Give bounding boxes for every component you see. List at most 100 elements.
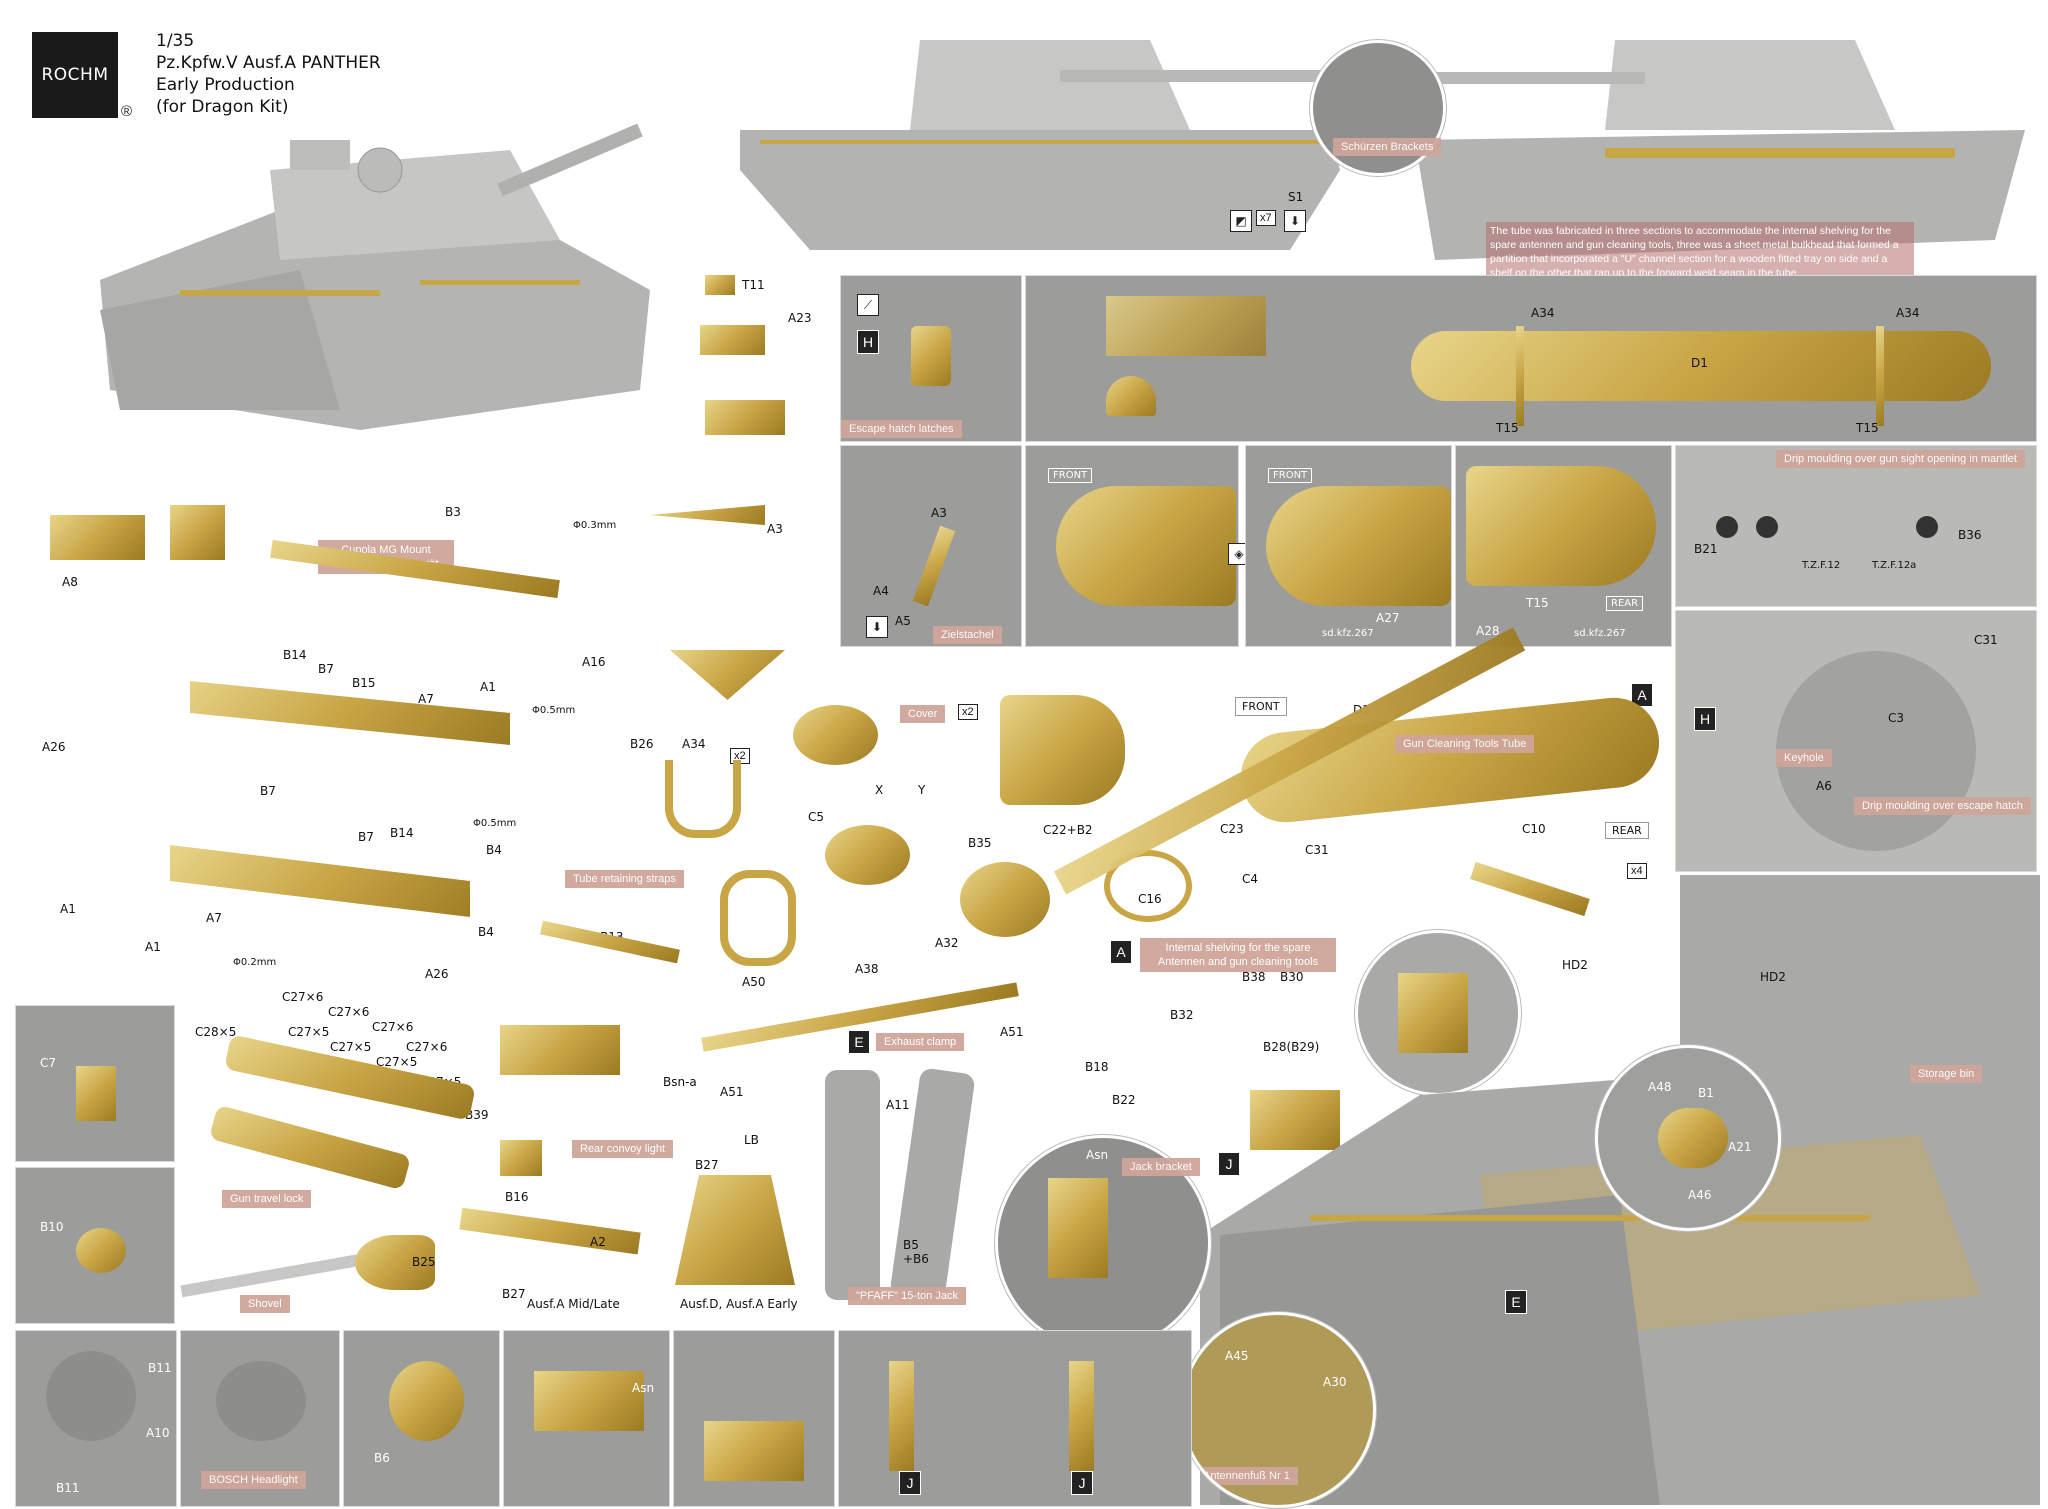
early-mount (704, 1421, 804, 1481)
cover-disc (793, 705, 878, 765)
zielstachel-flat (650, 505, 765, 525)
convoy-mount (534, 1371, 644, 1431)
part-b27: B27 (695, 1158, 719, 1172)
part-a10: A10 (146, 1426, 170, 1440)
tube-rear-photo: T15 A28 sd.kfz.267 REAR (1455, 445, 1672, 647)
bend-icon: ◩ (1230, 210, 1252, 232)
ring-c16 (1104, 850, 1192, 922)
sight-hole (1916, 516, 1938, 538)
part-bracket (170, 505, 225, 560)
kit-text: (for Dragon Kit) (156, 97, 289, 117)
gun-cleaning-tube (1411, 331, 1991, 401)
early-photo (673, 1330, 835, 1507)
view-rear: REAR (1606, 596, 1644, 611)
zielstachel-caption: Zielstachel (933, 626, 1002, 644)
escape-hatch-drip-photo: H C31 C3 A6 Keyhole Drip moulding over e… (1675, 610, 2037, 872)
h-badge: H (857, 330, 879, 354)
part-c7: C7 (40, 1056, 57, 1070)
tube-front-photo-1: FRONT (1025, 445, 1239, 647)
part-b15: B15 (352, 676, 376, 690)
part-c31: C31 (1305, 843, 1329, 857)
part-a2: A2 (590, 1235, 606, 1249)
zielstachel-part (912, 525, 956, 607)
jack-bracket (1048, 1178, 1108, 1278)
part-t15: T15 (1856, 421, 1879, 435)
j-badge: J (1071, 1471, 1093, 1495)
sight-hole (1756, 516, 1778, 538)
tank-hull-photo: HD2 A48 B1 A21 A46 Storage bin E (1200, 875, 2040, 1505)
part-b4: B4 (478, 925, 494, 939)
b11-photo: B11 A10 B11 (15, 1330, 177, 1507)
scale-text: 1/35 (156, 31, 195, 51)
part-a34: A34 (1531, 306, 1555, 320)
part-c27f: C27×6 (406, 1040, 448, 1054)
b6-ring (389, 1361, 464, 1441)
sdkfz-label: sd.kfz.267 (1574, 628, 1626, 639)
tube-end-part (1000, 695, 1125, 805)
b13-part (540, 920, 680, 964)
part-a3: A3 (767, 522, 783, 536)
part-a38: A38 (855, 962, 879, 976)
shelving-detail-circle (1355, 930, 1521, 1096)
convoy-light-box (675, 1175, 795, 1285)
tzf12a: T.Z.F.12a (1872, 560, 1917, 571)
part-b39: B39 (465, 1108, 489, 1122)
part-b35: B35 (968, 836, 992, 850)
view-front: FRONT (1268, 468, 1313, 483)
part-a1: A1 (60, 902, 76, 916)
exhaust-caption: Exhaust clamp (876, 1033, 965, 1051)
part-d1: D1 (1691, 356, 1708, 370)
part-b1: B1 (1698, 1086, 1714, 1100)
part-c4: C4 (1242, 872, 1259, 886)
part-b26: B26 (630, 737, 654, 751)
zielstachel-photo: A3 A4 A5 ⬇ Zielstachel (840, 445, 1022, 647)
part-c23: C23 (1220, 822, 1244, 836)
travel-lock-chain-2 (208, 1104, 412, 1191)
jack-left (825, 1070, 880, 1300)
convoy-bracket (459, 1207, 641, 1255)
jack-mount-left (889, 1361, 914, 1471)
bosch-headlight (216, 1361, 306, 1441)
jack-bracket-caption: Jack bracket (1122, 1158, 1200, 1176)
hatch-latch-part-a23 (700, 325, 765, 355)
part-b30: B30 (1280, 970, 1304, 984)
tube-strap (1876, 326, 1884, 426)
drip-escape-caption: Drip moulding over escape hatch (1854, 797, 2031, 815)
part-a26: A26 (425, 967, 449, 981)
tube-end (1056, 486, 1236, 606)
phi05a: Φ0.5mm (532, 705, 576, 716)
internal-shelving-caption: Internal shelving for the spare Antennen… (1140, 938, 1336, 972)
part-t15: T15 (1496, 421, 1519, 435)
part-c3: C3 (1888, 711, 1905, 725)
schurzen-caption: Schürzen Brackets (1333, 138, 1442, 156)
part-b6: B6 (374, 1451, 390, 1465)
b10-photo: B10 (15, 1167, 175, 1324)
part-a7: A7 (206, 911, 222, 925)
hatch-latch-assembled (705, 400, 785, 435)
part-a8-shape (50, 515, 145, 560)
jack-mounted-photo: J J (838, 1330, 1192, 1507)
tank-side-left-image (730, 20, 1350, 260)
c7-part (76, 1066, 116, 1121)
storage-latch (1658, 1108, 1728, 1168)
part-a1: A1 (145, 940, 161, 954)
part-b7: B7 (260, 784, 276, 798)
lamp-part (1106, 376, 1156, 416)
drip-sight-caption: Drip moulding over gun sight opening in … (1776, 450, 2025, 468)
part-c5: C5 (808, 810, 825, 824)
cover-caption: Cover (900, 705, 946, 723)
headlight-body (46, 1351, 136, 1441)
part-hd2: HD2 (1760, 970, 1786, 984)
view-front: FRONT (1048, 468, 1093, 483)
shovel-blade (355, 1235, 435, 1290)
part-a46: A46 (1688, 1188, 1712, 1202)
e-badge: E (848, 1030, 870, 1054)
part-asn: Asn (1086, 1148, 1109, 1162)
part-b36: B36 (1958, 528, 1982, 542)
x2-badge: x2 (958, 704, 978, 720)
part-b11: B11 (56, 1481, 80, 1495)
production-text: Early Production (156, 75, 295, 95)
view-front: FRONT (1235, 697, 1287, 716)
gun-tube-caption: Gun Cleaning Tools Tube (1395, 735, 1535, 753)
part-a7: A7 (418, 692, 434, 706)
